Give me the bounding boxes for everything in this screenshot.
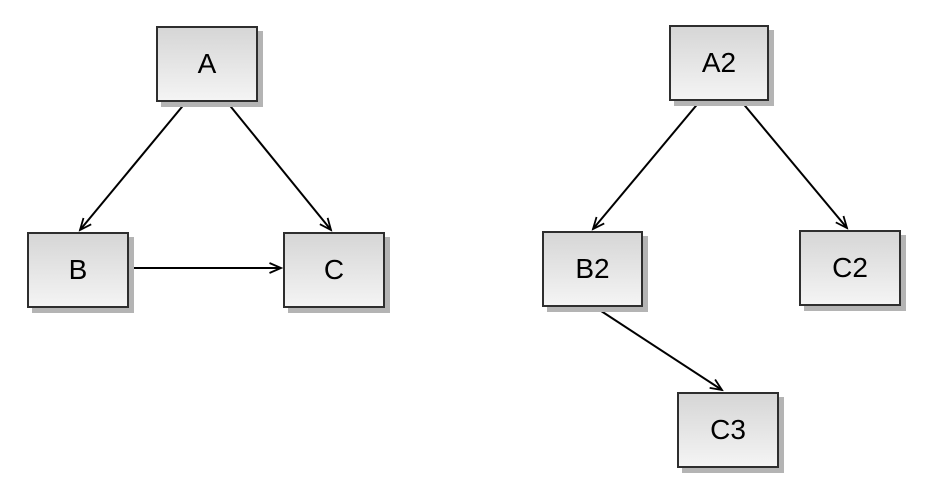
node-C2: C2: [799, 230, 901, 306]
edge-A-to-C: [226, 101, 331, 230]
node-label-C3: C3: [710, 414, 746, 445]
node-label-B: B: [68, 254, 88, 285]
node-B: B: [27, 232, 129, 308]
edge-A2-to-B2: [593, 100, 701, 229]
node-A2: A2: [669, 25, 769, 101]
node-A: A: [156, 26, 258, 102]
node-label-C2: C2: [832, 252, 868, 283]
edges-group: [80, 100, 847, 390]
node-C: C: [283, 232, 385, 308]
node-label-A: A: [197, 48, 217, 79]
edge-A-to-B: [80, 101, 187, 230]
edge-A2-to-C2: [740, 100, 847, 228]
node-label-A2: A2: [701, 47, 737, 78]
edge-B2-to-C3: [594, 306, 722, 390]
node-C3: C3: [677, 392, 779, 468]
node-label-B2: B2: [575, 253, 610, 284]
node-B2: B2: [542, 231, 643, 307]
node-label-C: C: [323, 254, 345, 285]
